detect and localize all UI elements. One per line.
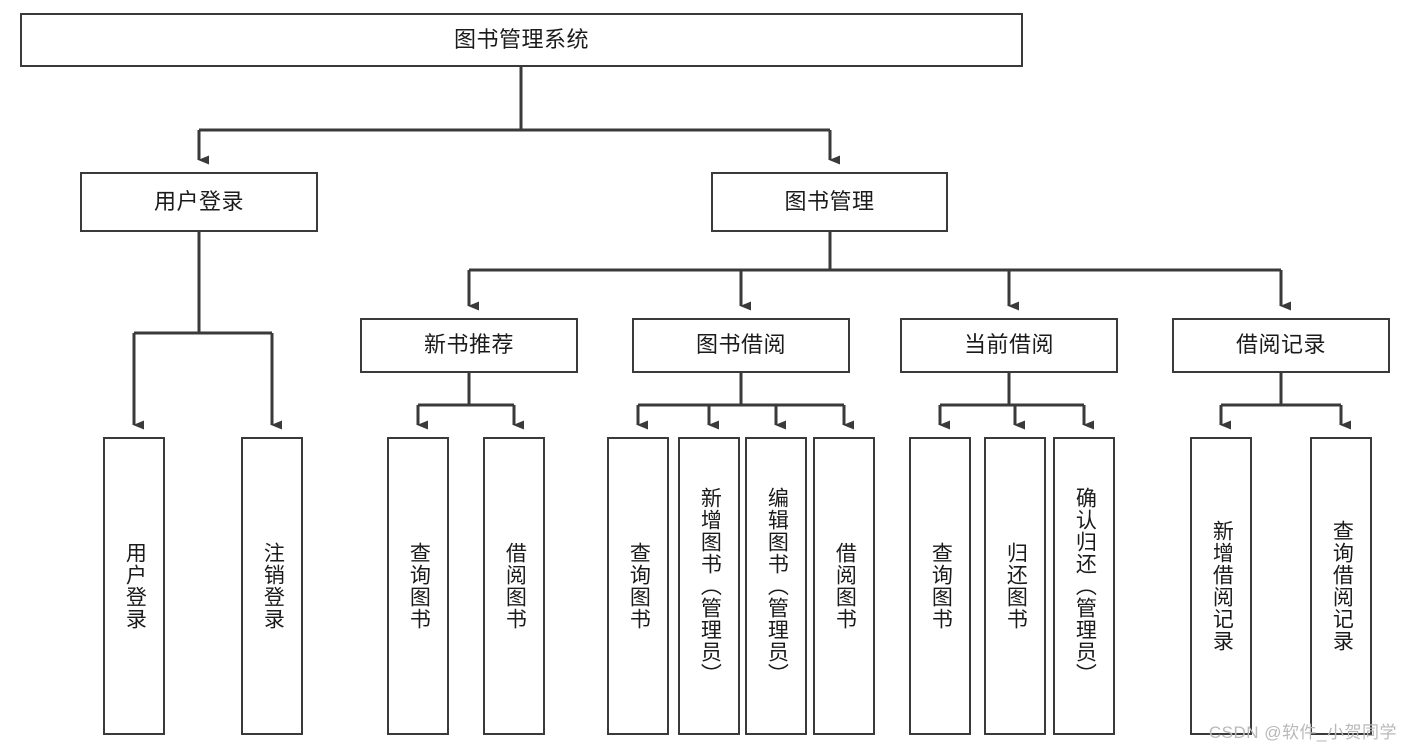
- node-label-leaf-return-book: 归还图书: [1004, 542, 1028, 630]
- node-leaf-borrow-book-new[interactable]: 借阅图书: [483, 437, 545, 735]
- node-leaf-query-book-new[interactable]: 查询图书: [387, 437, 449, 735]
- node-label-borrow-record: 借阅记录: [1235, 332, 1326, 358]
- node-leaf-borrow-book[interactable]: 借阅图书: [813, 437, 875, 735]
- node-borrow-record[interactable]: 借阅记录: [1172, 318, 1390, 373]
- node-root-system[interactable]: 图书管理系统: [20, 13, 1023, 67]
- node-current-borrow[interactable]: 当前借阅: [900, 318, 1118, 373]
- node-leaf-return-book[interactable]: 归还图书: [984, 437, 1046, 735]
- node-label-leaf-query-book-new: 查询图书: [407, 542, 431, 630]
- node-label-leaf-edit-book-admin: 编辑图书（管理员）: [765, 487, 789, 685]
- node-label-book-borrow: 图书借阅: [695, 332, 786, 358]
- node-label-leaf-query-book-current: 查询图书: [929, 542, 953, 630]
- node-new-book-recommend[interactable]: 新书推荐: [360, 318, 578, 373]
- node-label-leaf-logout: 注销登录: [261, 542, 285, 630]
- node-leaf-query-book-borrow[interactable]: 查询图书: [607, 437, 669, 735]
- node-leaf-edit-book-admin[interactable]: 编辑图书（管理员）: [745, 437, 807, 735]
- node-label-leaf-query-book-borrow: 查询图书: [627, 542, 651, 630]
- node-label-leaf-borrow-book-new: 借阅图书: [503, 542, 527, 630]
- node-label-leaf-query-borrow-record: 查询借阅记录: [1330, 520, 1354, 652]
- node-book-management[interactable]: 图书管理: [711, 172, 948, 232]
- node-user-login[interactable]: 用户登录: [80, 172, 318, 232]
- node-leaf-add-borrow-record[interactable]: 新增借阅记录: [1190, 437, 1252, 735]
- node-label-leaf-user-login: 用户登录: [123, 542, 147, 630]
- node-leaf-query-borrow-record[interactable]: 查询借阅记录: [1310, 437, 1372, 735]
- node-label-leaf-add-book-admin: 新增图书（管理员）: [698, 487, 722, 685]
- node-label-new-book-recommend: 新书推荐: [423, 332, 514, 358]
- node-label-current-borrow: 当前借阅: [963, 332, 1054, 358]
- node-label-leaf-confirm-return-admin: 确认归还（管理员）: [1073, 487, 1097, 685]
- node-book-borrow[interactable]: 图书借阅: [632, 318, 850, 373]
- node-leaf-add-book-admin[interactable]: 新增图书（管理员）: [678, 437, 740, 735]
- node-label-user-login: 用户登录: [153, 188, 244, 214]
- node-label-leaf-borrow-book: 借阅图书: [833, 542, 857, 630]
- node-label-leaf-add-borrow-record: 新增借阅记录: [1210, 520, 1234, 652]
- node-leaf-logout[interactable]: 注销登录: [241, 437, 303, 735]
- node-leaf-confirm-return-admin[interactable]: 确认归还（管理员）: [1053, 437, 1115, 735]
- node-leaf-user-login[interactable]: 用户登录: [103, 437, 165, 735]
- node-label-book-management: 图书管理: [784, 188, 875, 214]
- node-leaf-query-book-current[interactable]: 查询图书: [909, 437, 971, 735]
- node-label-root: 图书管理系统: [453, 26, 589, 52]
